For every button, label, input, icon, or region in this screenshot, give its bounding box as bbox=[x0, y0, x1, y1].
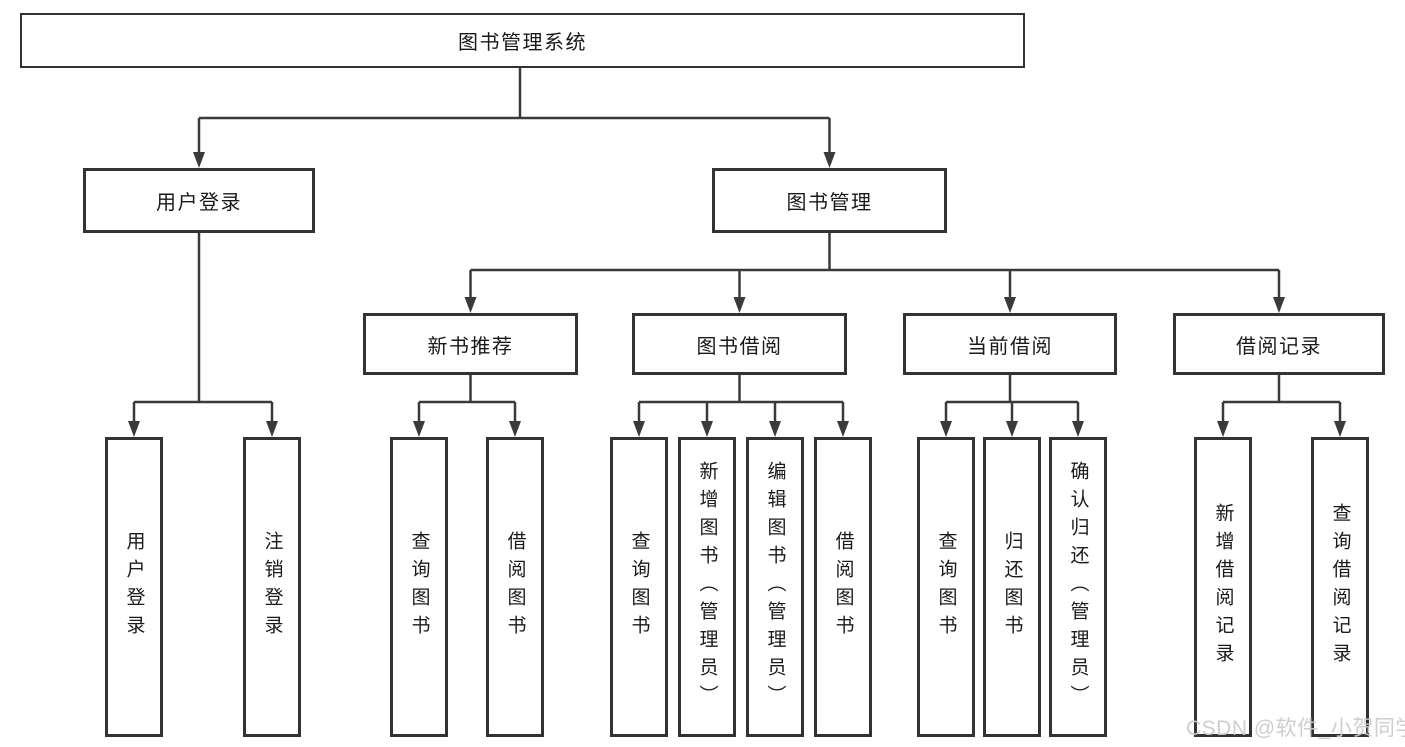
connector-bookborrow-to-leaves bbox=[633, 375, 849, 437]
node-label: 新增借阅记录 bbox=[1212, 503, 1234, 671]
watermark: CSDN @软件_小贺同学 bbox=[1186, 717, 1405, 740]
node-label: 图书管理 bbox=[786, 192, 873, 214]
node-label: 当前借阅 bbox=[967, 335, 1053, 358]
node-label: 图书管理系统 bbox=[458, 32, 587, 54]
node-label: 查询图书 bbox=[408, 531, 430, 643]
node-library-management-system: 图书管理系统 bbox=[20, 13, 1025, 68]
node-label: 新书推荐 bbox=[427, 335, 514, 358]
node-label: 查询图书 bbox=[935, 531, 957, 643]
connector-bookmgmt-to-level3 bbox=[464, 233, 1285, 313]
connector-currentborrow-to-leaves bbox=[940, 375, 1084, 437]
connector-newbook-to-leaves bbox=[413, 375, 521, 437]
node-label: 新增图书（管理员） bbox=[696, 461, 718, 713]
leaf-user-login: 用户登录 bbox=[105, 437, 163, 737]
node-label: 图书借阅 bbox=[696, 335, 783, 358]
node-label: 注销登录 bbox=[261, 531, 283, 643]
node-label: 借阅图书 bbox=[832, 531, 854, 643]
leaf-confirm-return-admin: 确认归还（管理员） bbox=[1049, 437, 1107, 737]
leaf-query-books-borrow: 查询图书 bbox=[610, 437, 668, 737]
leaf-return-books: 归还图书 bbox=[983, 437, 1041, 737]
leaf-add-books-admin: 新增图书（管理员） bbox=[678, 437, 736, 737]
leaf-add-borrow-record: 新增借阅记录 bbox=[1194, 437, 1252, 737]
connector-userlogin-to-leaves bbox=[128, 233, 278, 437]
node-label: 借阅图书 bbox=[504, 531, 526, 643]
leaf-borrow-books-recommend: 借阅图书 bbox=[486, 437, 544, 737]
connector-borrowrecord-to-leaves bbox=[1217, 375, 1346, 437]
leaf-edit-books-admin: 编辑图书（管理员） bbox=[746, 437, 804, 737]
node-borrow-records: 借阅记录 bbox=[1173, 313, 1385, 375]
node-label: 归还图书 bbox=[1001, 531, 1023, 643]
node-label: 用户登录 bbox=[156, 192, 242, 214]
node-label: 编辑图书（管理员） bbox=[764, 461, 786, 713]
node-current-borrow: 当前借阅 bbox=[903, 313, 1117, 375]
node-label: 查询图书 bbox=[628, 531, 650, 643]
node-label: 确认归还（管理员） bbox=[1067, 461, 1089, 713]
connector-root-to-level2 bbox=[193, 68, 836, 168]
node-label: 用户登录 bbox=[123, 531, 145, 643]
node-label: 查询借阅记录 bbox=[1329, 503, 1351, 671]
node-label: 借阅记录 bbox=[1236, 335, 1322, 358]
node-book-management: 图书管理 bbox=[712, 168, 947, 233]
node-user-login-branch: 用户登录 bbox=[83, 168, 315, 233]
node-book-borrow: 图书借阅 bbox=[632, 313, 847, 375]
leaf-borrow-books: 借阅图书 bbox=[814, 437, 872, 737]
leaf-query-borrow-record: 查询借阅记录 bbox=[1311, 437, 1369, 737]
node-new-book-recommend: 新书推荐 bbox=[363, 313, 578, 375]
leaf-query-books-recommend: 查询图书 bbox=[390, 437, 448, 737]
leaf-logout: 注销登录 bbox=[243, 437, 301, 737]
leaf-query-books-current: 查询图书 bbox=[917, 437, 975, 737]
